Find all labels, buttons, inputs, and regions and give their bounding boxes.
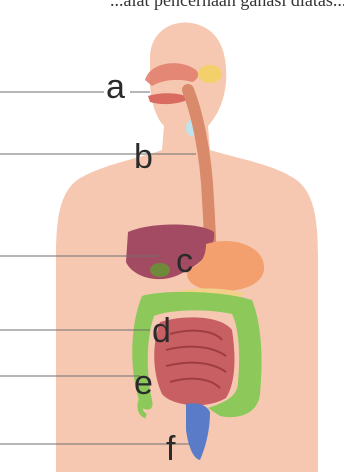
label-d: d [152,314,171,348]
salivary-gland [198,65,222,83]
label-b: b [134,140,153,174]
gallbladder [150,263,170,277]
label-c: c [176,244,193,278]
label-f: f [166,432,175,466]
label-a: a [106,70,125,104]
label-e: e [134,366,153,400]
